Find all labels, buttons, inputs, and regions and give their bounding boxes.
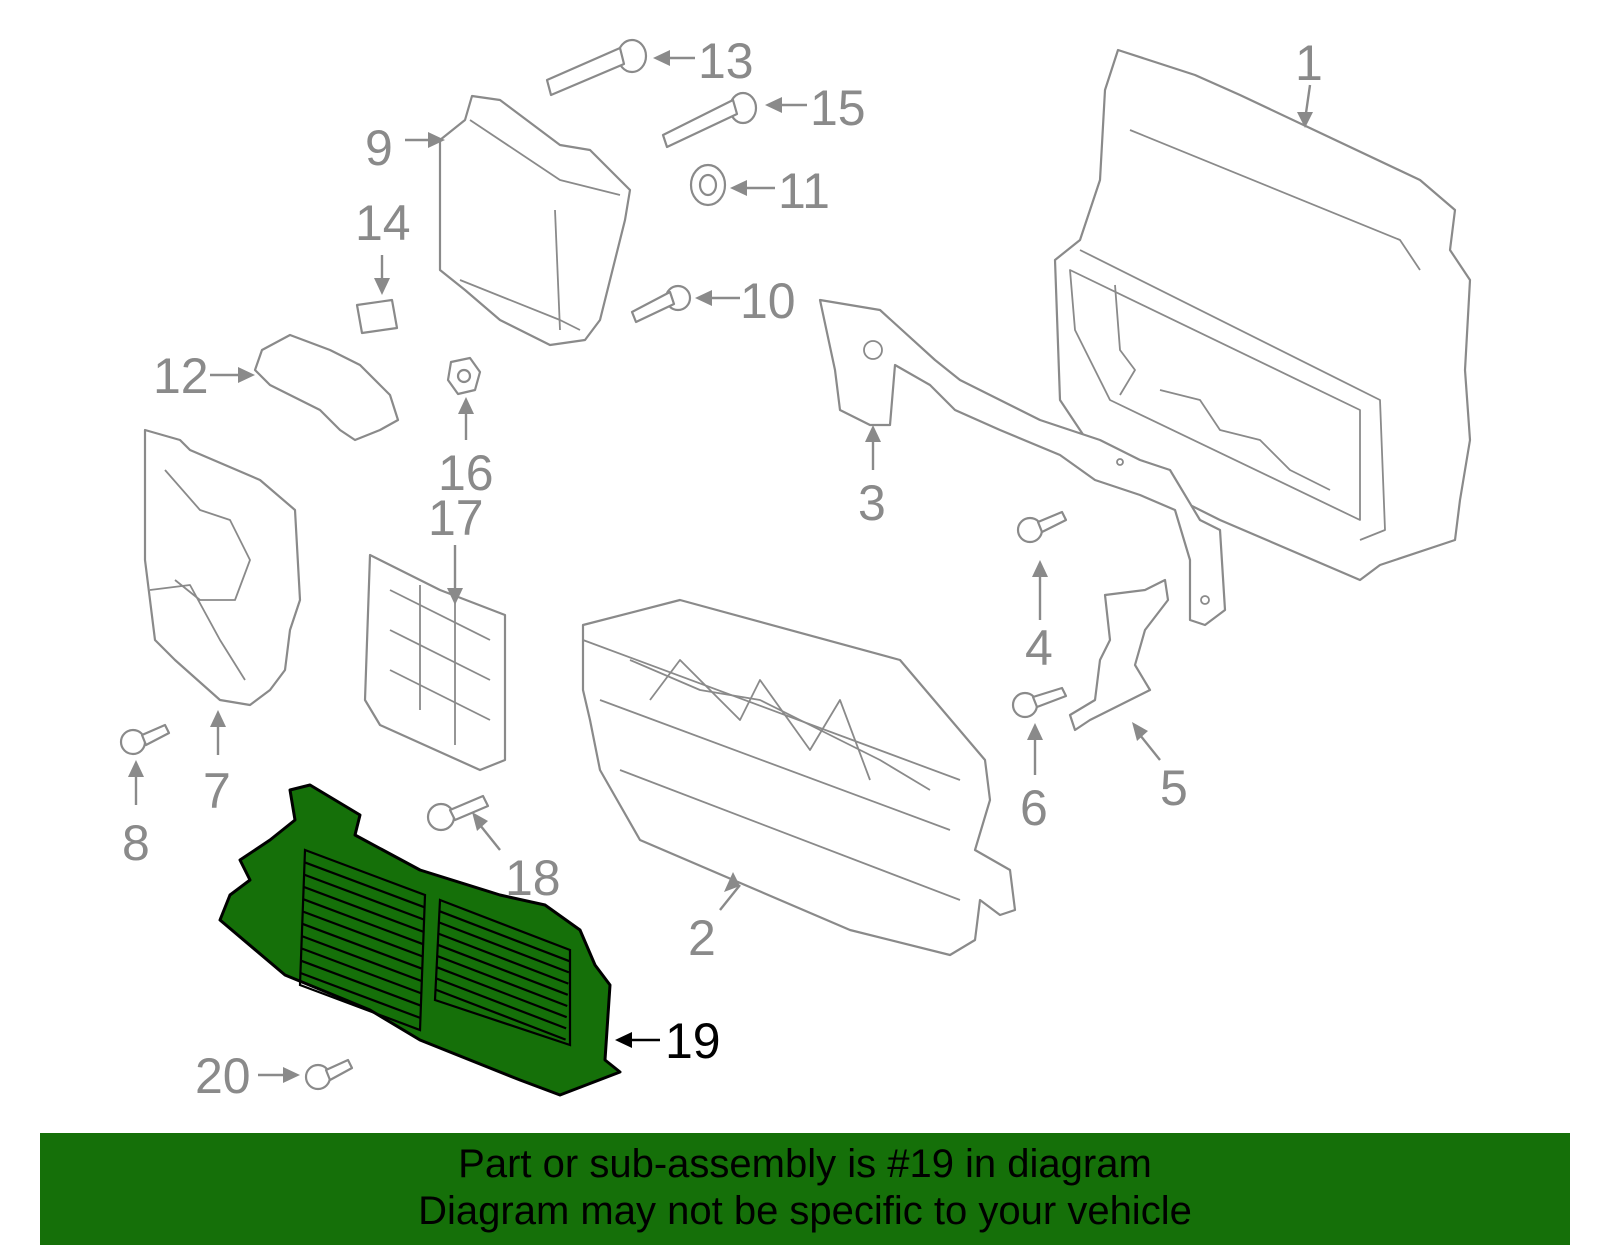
part-5-bracket [1068, 578, 1170, 732]
callout-5: 5 [1160, 760, 1188, 816]
part-2-carrier [581, 598, 1017, 957]
callout-19: 19 [665, 1013, 721, 1069]
louver-slat [303, 873, 425, 921]
info-banner: Part or sub-assembly is #19 in diagram D… [40, 1133, 1570, 1245]
louver-slat [437, 943, 569, 996]
part-14-clip [355, 298, 399, 335]
callout-7: 7 [203, 763, 231, 819]
louver-slat [436, 966, 568, 1019]
part-4-bolt [1016, 510, 1068, 544]
part-11-washer [689, 163, 727, 207]
part-12-clip [253, 333, 400, 442]
louver-slat [304, 861, 425, 909]
louver-slat [301, 947, 422, 995]
part-8-screw [119, 723, 171, 756]
callout-18: 18 [505, 850, 561, 906]
banner-line-1: Part or sub-assembly is #19 in diagram [458, 1142, 1152, 1186]
callout-16: 16 [438, 445, 494, 501]
callout-8: 8 [122, 815, 150, 871]
callout-15: 15 [810, 80, 866, 136]
callout-14: 14 [355, 195, 411, 251]
louver-slat [300, 971, 421, 1020]
leader-lines [128, 50, 1313, 1083]
callout-2: 2 [688, 910, 716, 966]
part-7-deflector [143, 428, 302, 707]
part-9-shroud [438, 94, 632, 347]
callout-11: 11 [778, 163, 830, 219]
part-17-shutter-panel [363, 553, 507, 772]
banner-line-2: Diagram may not be specific to your vehi… [418, 1189, 1192, 1233]
louver-slat [438, 921, 570, 974]
callout-numbers: 1 2 3 4 5 6 7 8 9 10 11 12 13 14 15 16 1… [122, 33, 1323, 1104]
part-6-bolt [1011, 686, 1068, 719]
part-20-bolt [304, 1058, 354, 1091]
callout-9: 9 [365, 120, 393, 176]
callout-4: 4 [1025, 620, 1053, 676]
part-19-active-grille-shutter [218, 783, 622, 1097]
louver-slat [439, 910, 570, 963]
louver-slat [435, 977, 567, 1030]
callout-1: 1 [1295, 35, 1323, 91]
part-15-bolt [661, 91, 758, 149]
louver-slat [435, 988, 566, 1041]
part-18-push-pin [426, 794, 490, 832]
callout-6: 6 [1020, 780, 1048, 836]
callout-17: 17 [428, 490, 484, 546]
callout-12: 12 [153, 348, 209, 404]
louver-slat [300, 959, 422, 1007]
part-10-bolt [630, 284, 692, 324]
louver-slat [437, 932, 569, 985]
callout-20: 20 [195, 1048, 251, 1104]
louver-slat [302, 898, 424, 946]
callout-3: 3 [858, 475, 886, 531]
part-13-bolt [545, 38, 648, 97]
louver-slat [303, 885, 425, 933]
louver-slat [436, 954, 568, 1008]
callout-13: 13 [698, 33, 754, 89]
part-3-tie-bar [818, 298, 1227, 627]
part-1-radiator-support [1053, 48, 1472, 582]
louver-slat [302, 910, 424, 958]
louver-slat [301, 922, 423, 970]
parts-diagram: 1 2 3 4 5 6 7 8 9 10 11 12 13 14 15 16 1… [119, 33, 1472, 1104]
callout-10: 10 [740, 273, 796, 329]
louver-slat [301, 935, 423, 983]
part-16-nut [446, 356, 482, 396]
